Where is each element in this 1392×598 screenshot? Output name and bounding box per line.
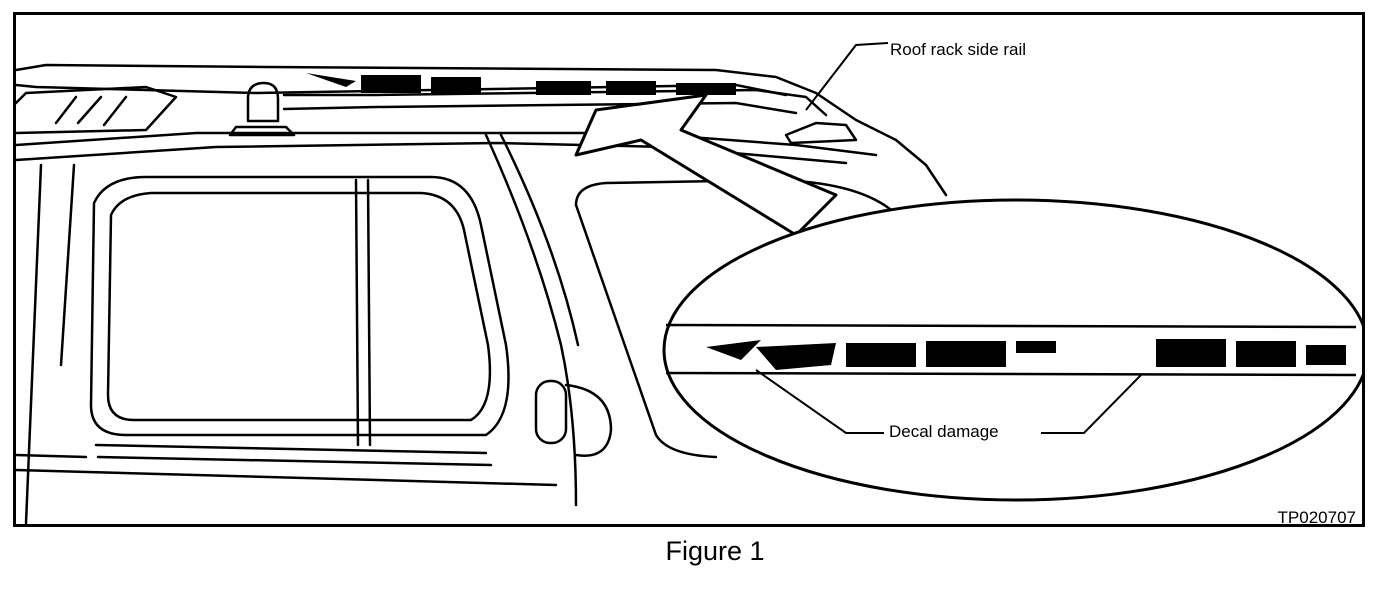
figure-frame: Roof rack side rail Decal damage TP02070… [13, 12, 1365, 527]
magnify-arrow [574, 93, 838, 237]
figure-caption: Figure 1 [665, 536, 765, 566]
magnified-view [662, 198, 1362, 502]
vehicle-roof-illustration [16, 42, 1362, 524]
leader-lines [755, 42, 1142, 434]
drawing-code-label: TP020707 [1277, 508, 1356, 527]
roof-decal [306, 73, 736, 95]
decal-damage-label: Decal damage [889, 422, 999, 441]
roof-rack-side-rail-label: Roof rack side rail [890, 40, 1027, 59]
